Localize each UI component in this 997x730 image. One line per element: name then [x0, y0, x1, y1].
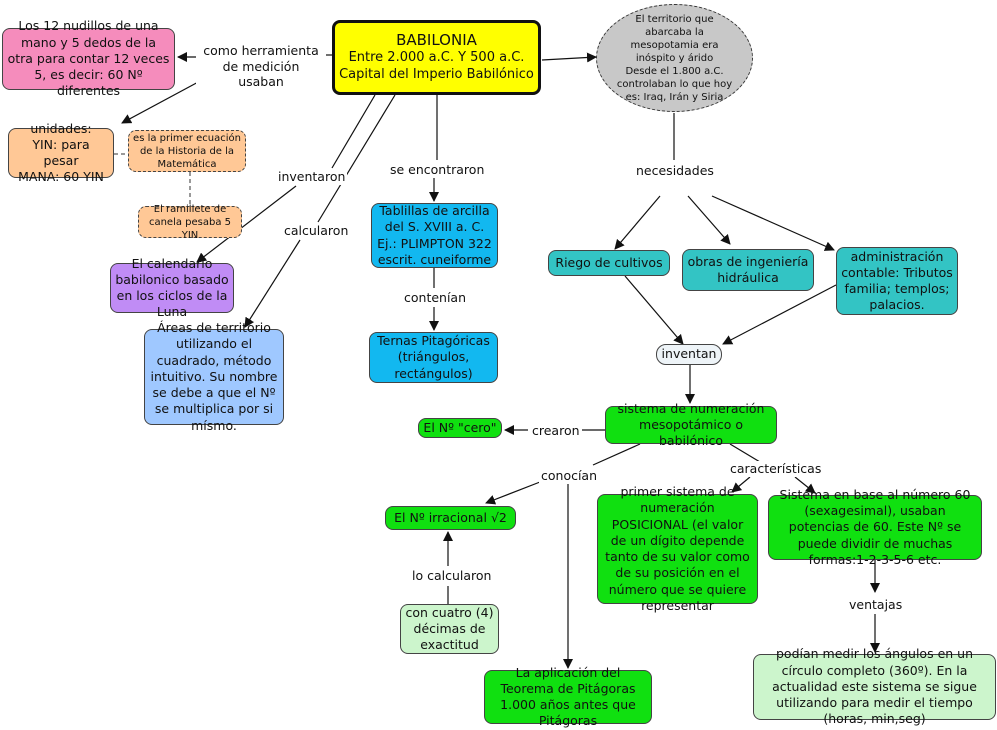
posicional-node[interactable]: primer sistema de numeración POSICIONAL … [597, 484, 758, 613]
label-herramienta: como herramienta de medición usaban [196, 43, 326, 90]
label-conocian: conocían [539, 468, 600, 484]
label-crearon: crearon [530, 423, 582, 439]
unidades-node[interactable]: unidades: YIN: para pesar MANA: 60 YIN [8, 121, 114, 184]
areas-node[interactable]: Áreas de territorio utilizando el cuadra… [144, 320, 284, 433]
label-caracteristicas: características [728, 461, 824, 477]
ramillete-node[interactable]: El ramillete de canela pesaba 5 YIN [138, 204, 242, 241]
label-necesidades: necesidades [634, 163, 716, 179]
ecuacion-node[interactable]: es la primer ecuación de la Historia de … [128, 130, 246, 172]
label-contenian: contenían [402, 290, 469, 306]
base60-node[interactable]: Sistema en base al número 60 (sexagesima… [768, 487, 982, 567]
label-inventaron: inventaron [276, 169, 348, 185]
inventan-node[interactable]: inventan [656, 344, 722, 365]
babilonia-title: BABILONIA [396, 30, 477, 49]
irracional-node[interactable]: El Nº irracional √2 [385, 506, 516, 530]
babilonia-node[interactable]: BABILONIA Entre 2.000 a.C. Y 500 a.C. Ca… [332, 20, 541, 95]
babilonia-capital: Capital del Imperio Babilónico [339, 67, 534, 83]
sqrt-two: √2 [490, 509, 507, 525]
label-lo-calcularon: lo calcularon [410, 568, 494, 584]
irracional-text: El Nº irracional [394, 509, 487, 525]
nudillos-node[interactable]: Los 12 nudillos de una mano y 5 dedos de… [2, 18, 175, 98]
babilonia-dates: Entre 2.000 a.C. Y 500 a.C. [348, 50, 525, 66]
ternas-node[interactable]: Ternas Pitagóricas (triángulos, rectángu… [369, 332, 498, 383]
label-encontraron: se encontraron [388, 162, 487, 178]
angulos-node[interactable]: podían medir los ángulos en un círculo c… [753, 646, 996, 726]
cero-node[interactable]: El Nº "cero" [418, 418, 502, 438]
label-ventajas: ventajas [847, 597, 905, 613]
territorio-node[interactable]: El territorio que abarcaba la mesopotami… [596, 4, 753, 112]
aplicacion-node[interactable]: La aplicación del Teorema de Pitágoras 1… [484, 665, 652, 728]
tablillas-node[interactable]: Tablillas de arcilla del S. XVIII a. C. … [371, 203, 498, 268]
cuatro-node[interactable]: con cuatro (4) décimas de exactitud [400, 604, 499, 654]
label-calcularon: calcularon [282, 223, 351, 239]
calendario-node[interactable]: El calendario babilonico basado en los c… [110, 256, 234, 319]
sistema-node[interactable]: sistema de numeración mesopotámico o bab… [605, 401, 777, 448]
riego-node[interactable]: Riego de cultivos [548, 250, 670, 276]
administracion-node[interactable]: administración contable: Tributos famili… [836, 247, 958, 315]
obras-node[interactable]: obras de ingeniería hidráulica [682, 249, 814, 291]
